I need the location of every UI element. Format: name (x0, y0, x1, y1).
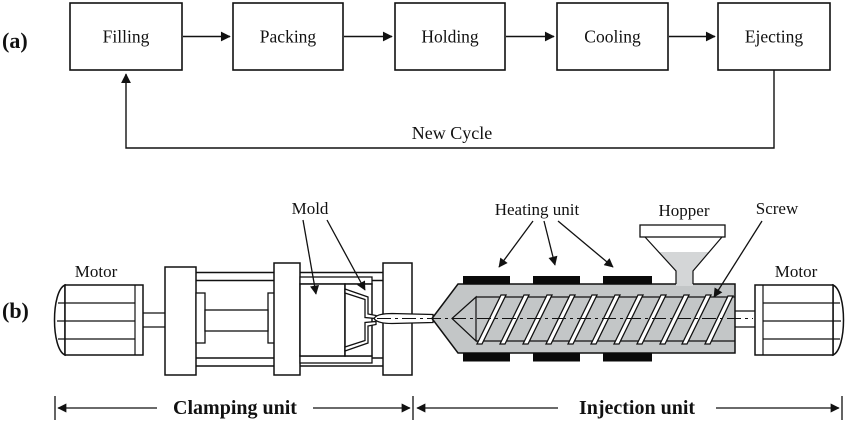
mold-cavity-wall-bottom (344, 320, 377, 352)
motor-body (64, 284, 144, 356)
piston-rod (204, 309, 269, 332)
clamping-motor (53, 283, 165, 357)
hopper (639, 224, 726, 286)
rear-platen (164, 266, 197, 376)
injection-unit-label: Injection unit (579, 397, 695, 419)
screw-flight (658, 294, 691, 345)
screw-flight (544, 294, 577, 345)
panel-a-flowchart: (a) Filling Packing Holding Cooling Ejec… (2, 2, 831, 149)
screw-flights (475, 294, 735, 345)
heater-band (603, 353, 652, 362)
screw-flight (498, 294, 531, 345)
mold-moving-half (299, 283, 346, 357)
flow-box-packing (232, 2, 344, 71)
injection-motor-label: Motor (775, 262, 818, 281)
flow-label-filling: Filling (103, 27, 150, 47)
motor-body (754, 284, 834, 356)
motor-end-cap (53, 283, 66, 357)
screw-leader-arrow (713, 220, 763, 298)
panel-a-label: (a) (2, 28, 28, 53)
mold-leader-arrow (326, 219, 366, 291)
hopper-brim (639, 224, 726, 238)
heating-leader-arrow (557, 220, 614, 268)
heater-band (463, 353, 510, 362)
panel-b-machine: (b) Motor (2, 199, 845, 376)
new-cycle-label: New Cycle (412, 123, 492, 143)
flow-box-holding (394, 2, 506, 71)
injection-unit-assembly (373, 224, 753, 362)
flow-label-cooling: Cooling (584, 27, 641, 47)
heating-leader-arrow (498, 220, 534, 268)
injection-motor (735, 283, 845, 357)
screw-flight (589, 294, 622, 345)
heater-band (533, 276, 580, 285)
panel-b-label: (b) (2, 298, 29, 323)
heater-band (533, 353, 580, 362)
heating-unit-label: Heating unit (495, 200, 580, 219)
mold-leader-arrow (302, 219, 320, 295)
heater-band (463, 276, 510, 285)
flow-label-ejecting: Ejecting (745, 27, 804, 47)
moving-platen (273, 262, 301, 376)
clamping-unit-label: Clamping unit (173, 397, 297, 419)
flow-label-holding: Holding (421, 27, 479, 47)
heater-band (603, 276, 652, 285)
screw-flight (612, 294, 645, 345)
arrow-new-cycle-feedback (121, 70, 775, 149)
flow-label-packing: Packing (260, 27, 317, 47)
motor-end-cap (832, 283, 845, 357)
screw-tip (451, 295, 477, 343)
flow-box-cooling (556, 2, 669, 71)
heating-leader-arrow (543, 220, 558, 266)
mold-bottom-plate (299, 355, 373, 364)
screw-flight (680, 294, 713, 345)
flow-box-filling (69, 2, 183, 71)
screw-label: Screw (756, 199, 799, 218)
screw-flight (521, 294, 554, 345)
heater-bands (463, 276, 652, 362)
screw-flight (635, 294, 668, 345)
dimension-annotations: Clamping unit Injection unit (54, 396, 843, 420)
screw-flight (475, 294, 508, 345)
piston-plate (195, 292, 206, 344)
mold-label: Mold (292, 199, 329, 218)
hopper-label: Hopper (659, 201, 710, 220)
clamping-motor-label: Motor (75, 262, 118, 281)
screw-flight (566, 294, 599, 345)
hopper-funnel-outline (644, 236, 723, 284)
hopper-material (658, 252, 709, 286)
screw-flight (703, 295, 735, 345)
callouts: Mold Heating unit Hopper Screw (292, 199, 799, 298)
